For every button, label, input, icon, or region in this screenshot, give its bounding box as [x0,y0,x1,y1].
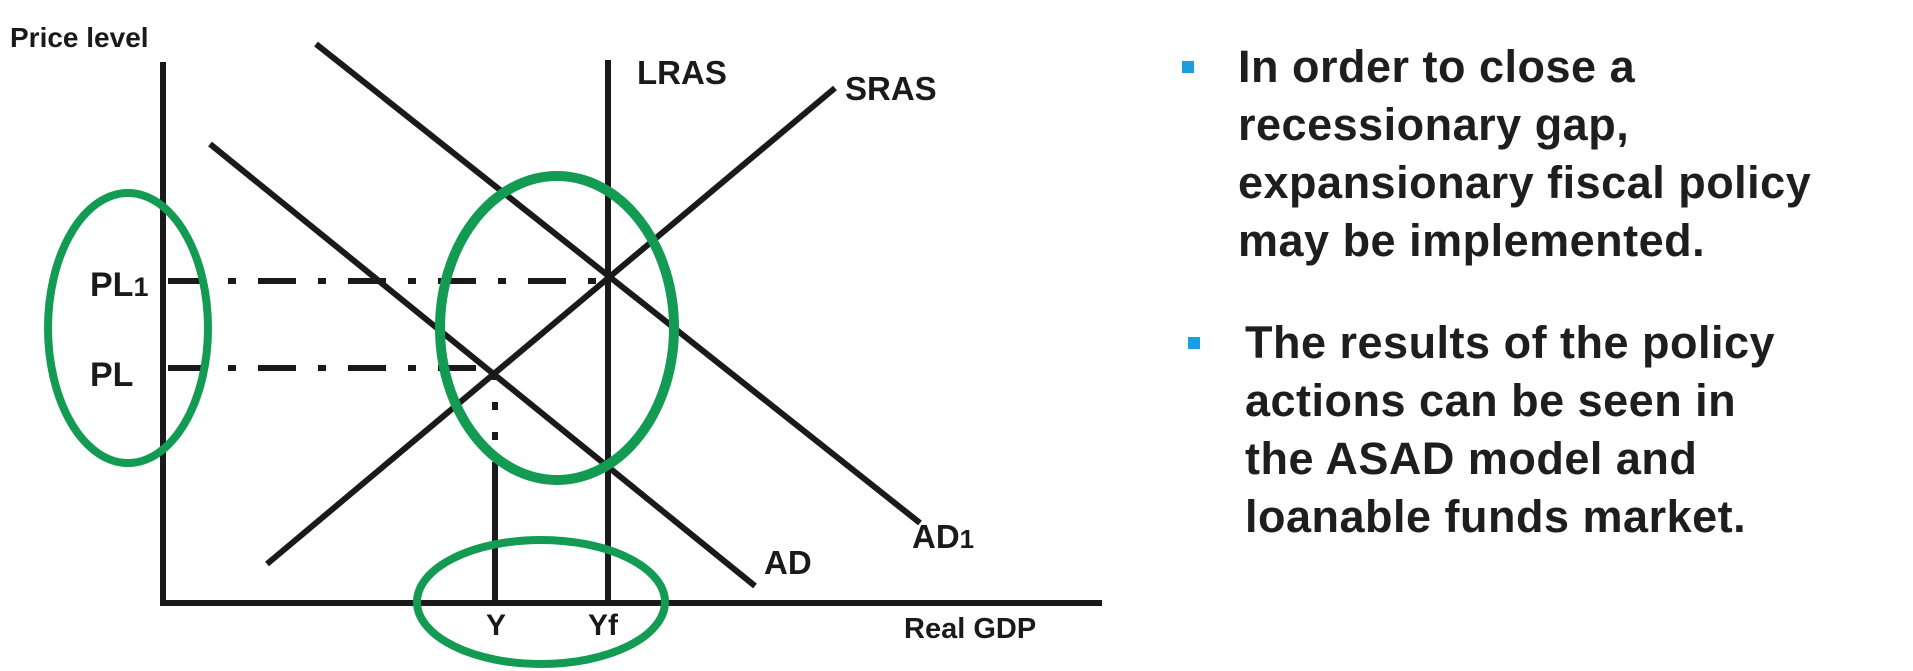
sras-label: SRAS [845,70,937,107]
ad1-curve [314,41,922,526]
ad-curve [208,141,757,589]
equilibria-highlight [435,171,679,485]
sras-curve [265,85,837,567]
lras-label: LRAS [637,54,727,91]
bullet-point: In order to close a recessionary gap, ex… [1178,38,1898,270]
asad-diagram: Price level Real GDP LRAS SRAS AD AD1 PL… [10,22,1102,668]
ad-label: AD [764,544,812,581]
output-levels-highlight [413,536,669,668]
pl1-label: PL1 [90,266,148,304]
ad1-label: AD1 [912,518,974,555]
y-axis-label: Price level [10,22,149,53]
bullet-text: In order to close a recessionary gap, ex… [1238,41,1812,266]
pl-label: PL [90,356,133,394]
x-axis-label: Real GDP [904,613,1036,645]
bullet-point: The results of the policy actions can be… [1178,314,1898,546]
y-output-label: Y [486,609,506,642]
price-levels-highlight [44,189,212,467]
yf-output-label: Yf [588,609,619,642]
bullet-text: The results of the policy actions can be… [1245,317,1776,542]
square-bullet-icon [1188,337,1200,349]
square-bullet-icon [1182,61,1194,73]
explanation-list: In order to close a recessionary gap, ex… [1178,38,1898,546]
